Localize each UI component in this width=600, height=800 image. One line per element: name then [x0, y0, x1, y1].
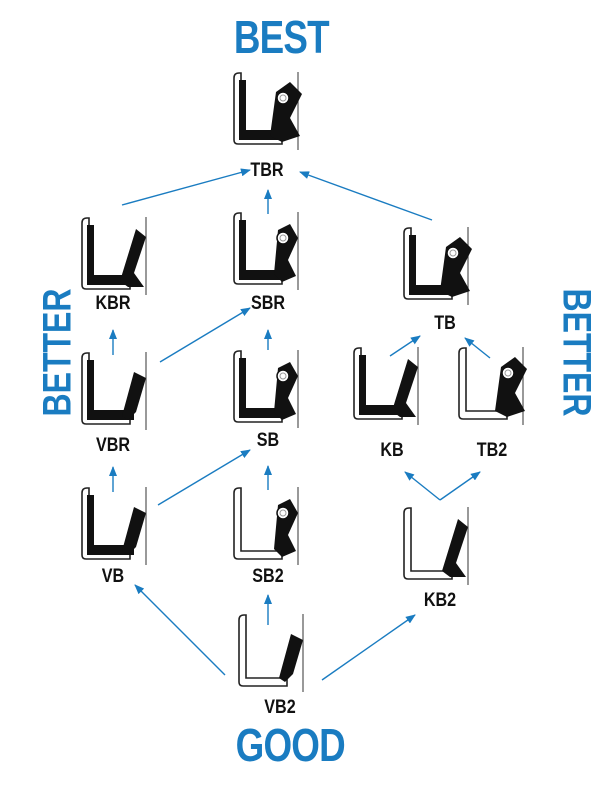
seal-label-tbr: TBR	[250, 160, 284, 181]
arrow-vb2-to-kb2	[321, 614, 416, 681]
arrow-kbr-to-tbr	[121, 168, 251, 206]
tier-better-right: BETTER	[554, 288, 599, 417]
seal-label-vb: VB	[101, 566, 125, 587]
tier-good: GOOD	[235, 719, 346, 771]
arrow-tb2-to-tb	[464, 337, 491, 359]
seal-icon-kb2	[403, 507, 469, 585]
arrow-vb-to-sb	[157, 449, 251, 506]
seal-icon-tbr	[233, 72, 302, 150]
tier-best: BEST	[233, 11, 330, 63]
seal-label-vb2: VB2	[264, 697, 296, 718]
arrow-tb-to-tbr	[299, 171, 433, 221]
seal-label-kbr: KBR	[95, 293, 131, 314]
arrow-kb2-to-kb	[404, 471, 441, 501]
arrow-kb2-to-tb2	[439, 471, 481, 501]
arrow-vbr-to-sbr	[159, 307, 251, 363]
arrow-vb2-to-vb	[134, 584, 226, 676]
seal-icon-kb	[353, 347, 419, 425]
seal-icon-tb	[403, 227, 472, 305]
seal-icons	[81, 72, 527, 692]
seal-icon-vb2	[238, 614, 304, 692]
seal-icon-tb2	[458, 347, 527, 425]
seal-label-sbr: SBR	[250, 293, 286, 314]
seal-label-kb: KB	[380, 440, 404, 461]
seal-label-tb: TB	[434, 313, 456, 334]
arrow-kb-to-tb	[389, 335, 421, 357]
seal-icon-kbr	[81, 217, 147, 295]
seal-label-vbr: VBR	[95, 435, 131, 456]
seal-label-tb2: TB2	[476, 440, 508, 461]
seal-icon-sb	[233, 350, 299, 428]
tier-better-left: BETTER	[35, 288, 80, 417]
seal-icon-vb	[81, 487, 147, 565]
seal-icon-sbr	[233, 212, 299, 290]
seal-icon-vbr	[81, 352, 147, 430]
seal-label-sb: SB	[256, 430, 280, 451]
seal-label-kb2: KB2	[423, 590, 457, 611]
seal-label-sb2: SB2	[252, 566, 284, 587]
seal-icon-sb2	[233, 487, 299, 565]
arrows	[109, 168, 491, 681]
